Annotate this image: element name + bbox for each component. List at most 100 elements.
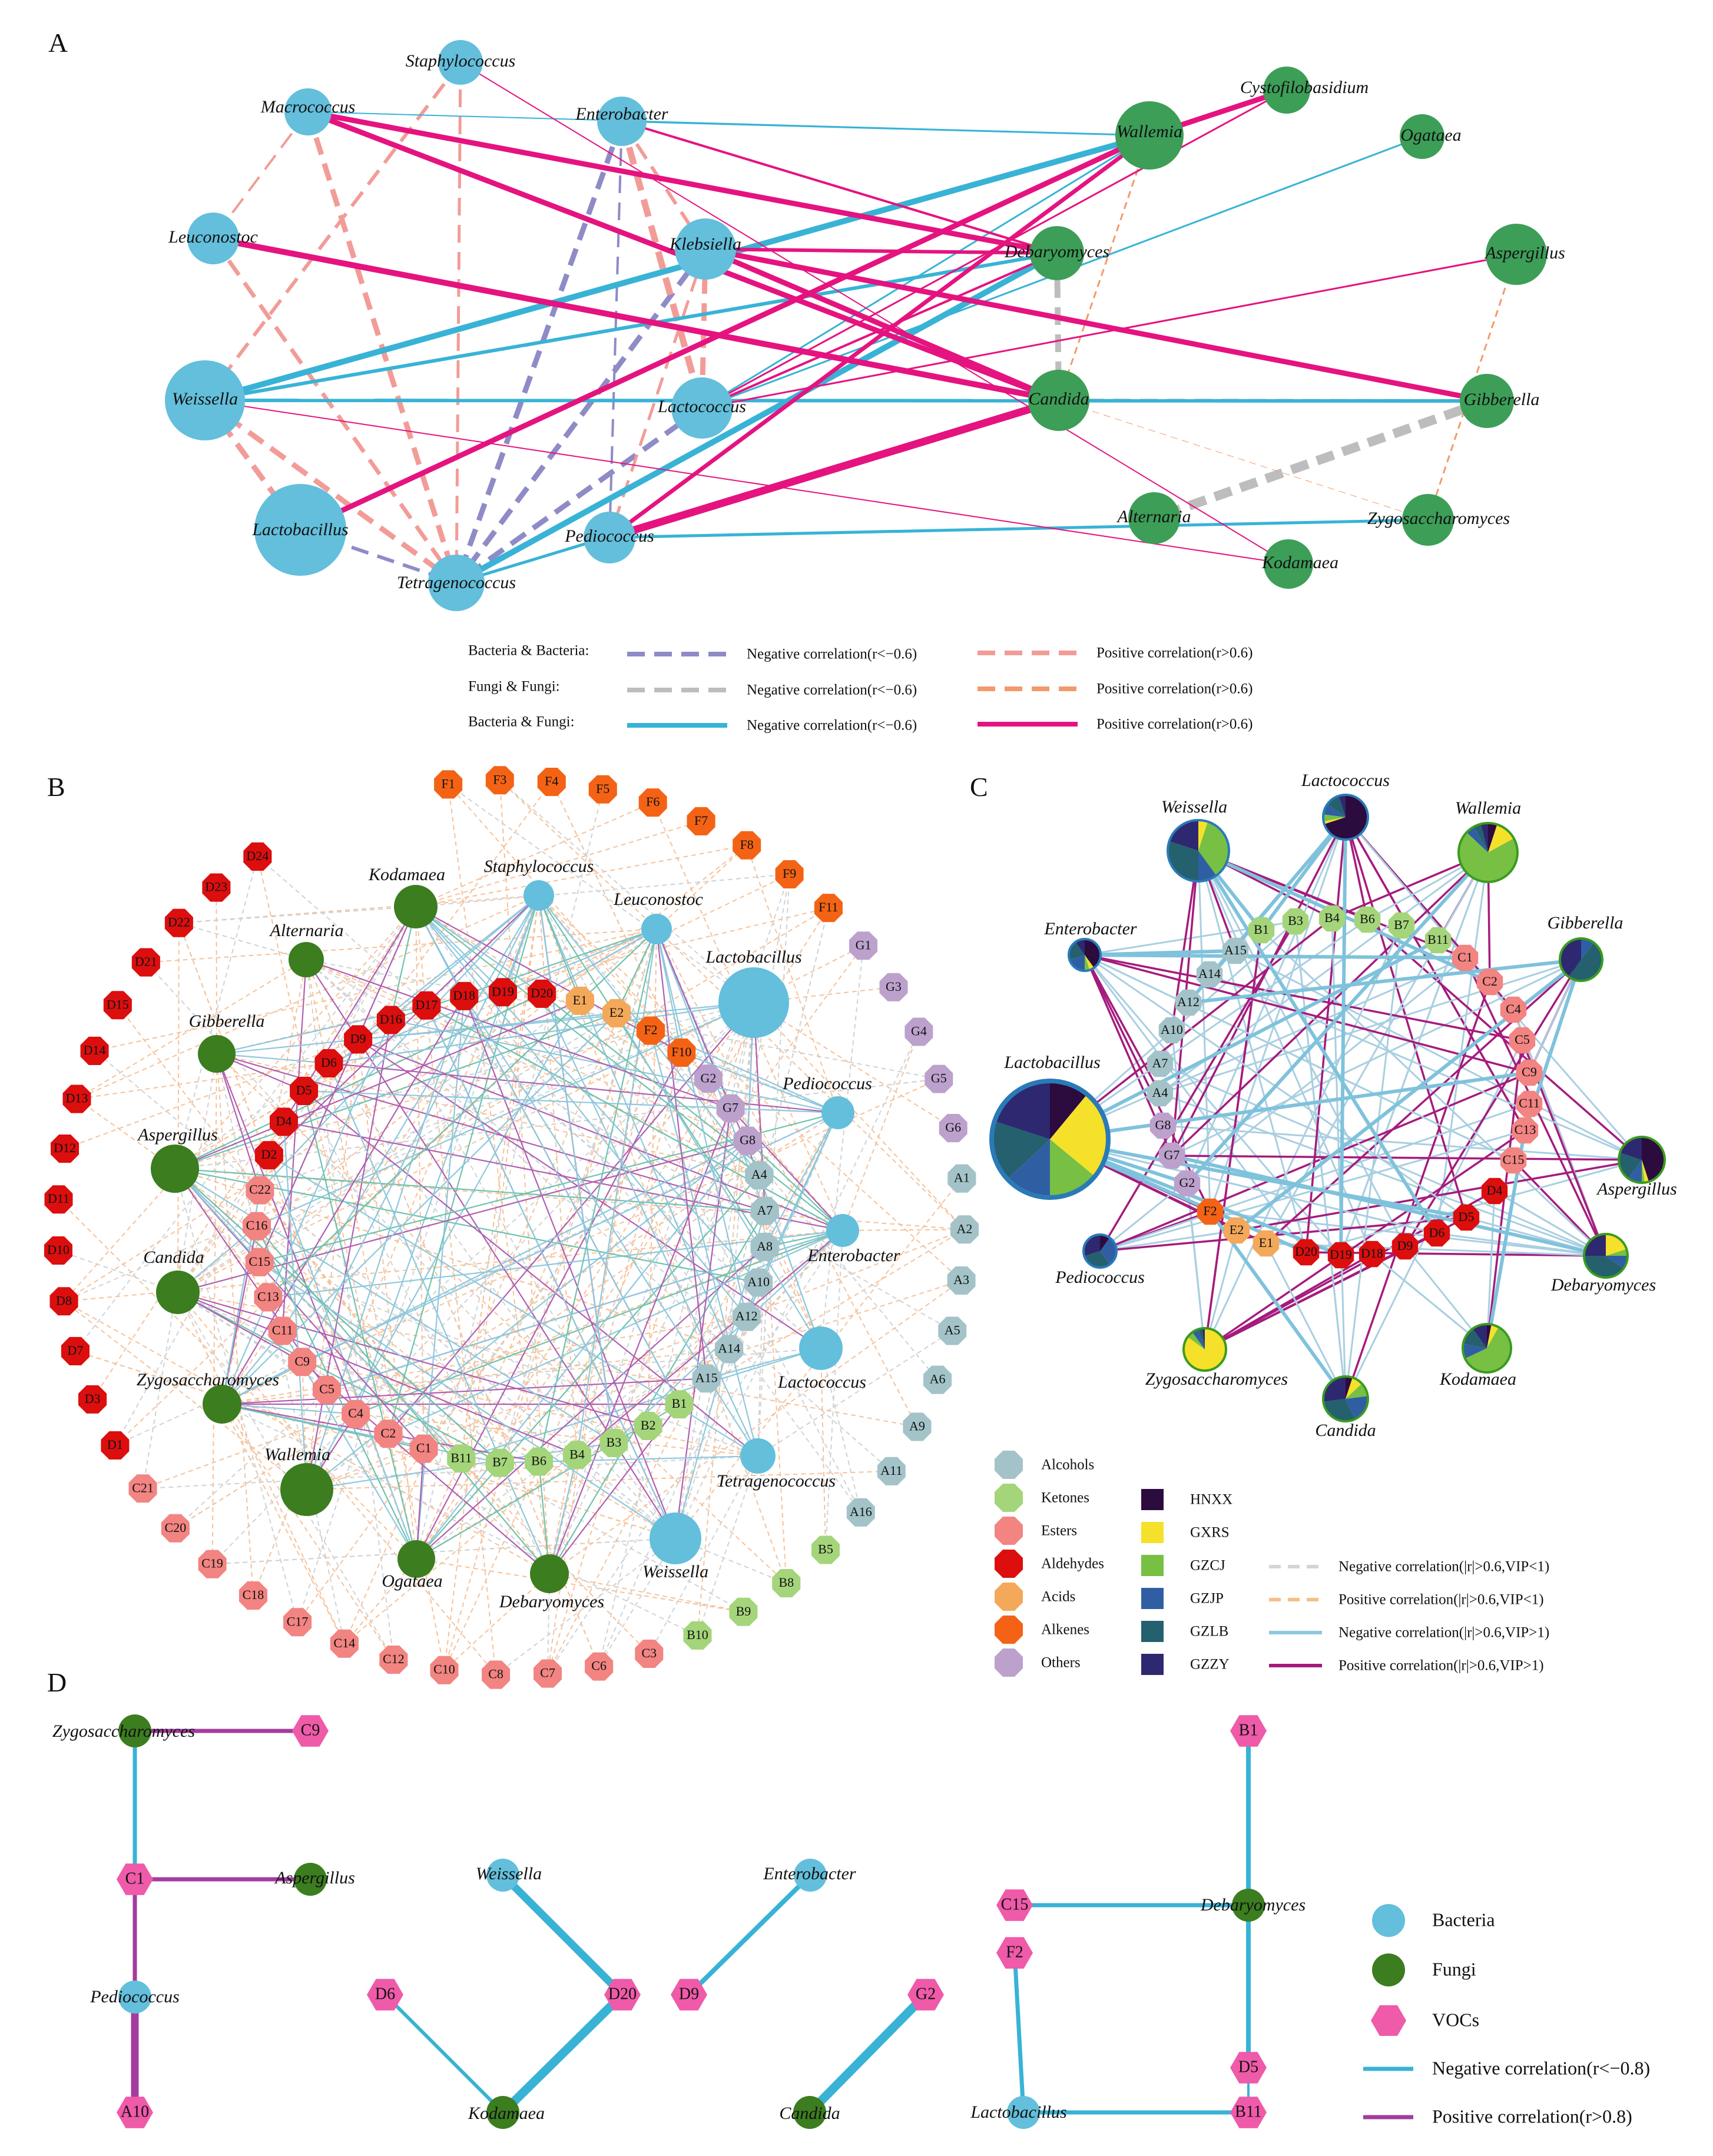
voc-label: B5 [818, 1542, 833, 1557]
voc-label: C5 [1515, 1032, 1530, 1047]
voc-label: D6 [1429, 1225, 1445, 1240]
strong-edge [416, 1175, 760, 1560]
node-label-alternaria: Alternaria [1116, 507, 1191, 526]
weak-edge [216, 1053, 345, 1644]
legend-class-label: Ketones [1041, 1490, 1089, 1506]
edge-weissella-tetragenococcus [203, 398, 458, 585]
voc-label: A7 [757, 1203, 773, 1218]
voc-node-b6: B6 [525, 1447, 553, 1476]
voc-node-a9: A9 [903, 1412, 932, 1441]
voc-node-c6: C6 [585, 1652, 614, 1681]
voc-octagon [1388, 912, 1415, 939]
voc-node-c10: C10 [430, 1656, 459, 1684]
legend-class-swatch [995, 1583, 1023, 1611]
voc-hexagon [292, 1715, 329, 1747]
pie-slice-gzzy [1480, 823, 1488, 853]
voc-node-a3: A3 [947, 1266, 976, 1295]
pie-slice-gzzy [1619, 1137, 1642, 1160]
edge [1340, 852, 1489, 1256]
weak-edge [212, 1538, 676, 1565]
voc-octagon [270, 1107, 298, 1136]
legend-voc-label: VOCs [1432, 2009, 1479, 2030]
weak-edge [753, 1002, 787, 1584]
pie-border [1082, 1233, 1118, 1269]
pie-slice-hnxx [1050, 1081, 1088, 1139]
weak-edge [707, 1078, 821, 1349]
legend-bacteria-label: Bacteria [1432, 1909, 1495, 1930]
voc-node-c1: C1 [1452, 944, 1479, 971]
voc-octagon [925, 1064, 953, 1093]
node-label-debaryomyces: Debaryomyces [499, 1592, 604, 1611]
node-label-leuconostoc: Leuconostoc [613, 890, 703, 909]
voc-octagon [528, 979, 556, 1008]
voc-node-g5: G5 [925, 1064, 953, 1093]
voc-node-d19: D19 [1327, 1242, 1354, 1269]
weak-edge [697, 1002, 754, 1636]
voc-node-b3: B3 [599, 1428, 628, 1457]
pie-slice-gzcj [1198, 821, 1230, 876]
fungi-node-kodamaea [1264, 539, 1313, 589]
voc-label: E1 [1259, 1235, 1273, 1250]
voc-label: G2 [916, 1985, 936, 2003]
node-label-weissella: Weissella [476, 1864, 542, 1883]
voc-label: D21 [135, 954, 157, 969]
node-label-wallemia: Wallemia [1455, 798, 1521, 818]
voc-octagon [772, 1569, 801, 1598]
voc-node-c11: C11 [1516, 1090, 1543, 1117]
legend-class-label: Aldehydes [1041, 1556, 1104, 1572]
strong-edge [267, 928, 657, 1298]
voc-node-f3: F3 [485, 766, 514, 795]
legend-sample-swatch [1141, 1489, 1164, 1510]
voc-octagon [1282, 908, 1309, 935]
weak-edge [538, 895, 787, 1584]
pie-slice-gzzy [1472, 1324, 1487, 1348]
voc-octagon [849, 931, 878, 960]
voc-octagon [128, 1474, 157, 1503]
edge [1159, 958, 1582, 1094]
strong-edge [655, 928, 707, 1379]
edge-staphylococcus-weissella [203, 61, 462, 402]
weak-edge [753, 1002, 954, 1129]
voc-hexagon [1230, 2052, 1267, 2084]
node-label-zygosaccharomyces: Zygosaccharomyces [137, 1370, 279, 1389]
pie-slice-gzlb [1619, 1152, 1642, 1179]
legend-negative-label: Negative correlation(r<−0.6) [747, 646, 917, 662]
edge [1235, 950, 1642, 1161]
pie-slice-gzcj [1642, 1160, 1645, 1183]
voc-node-a7: A7 [1147, 1050, 1174, 1077]
weak-edge [820, 1348, 827, 1550]
node-label-gibberella: Gibberella [1464, 390, 1540, 409]
voc-label: C9 [1522, 1064, 1537, 1079]
edge [1305, 817, 1347, 1253]
voc-octagon [161, 1514, 190, 1543]
weak-edge [538, 895, 962, 1281]
voc-label: D6 [321, 1055, 337, 1070]
voc-label: G1 [856, 937, 872, 952]
voc-node-f1: F1 [434, 770, 463, 799]
voc-node-a2: A2 [950, 1215, 979, 1244]
pie-slice-gzzy [1338, 795, 1346, 817]
voc-node-d17: D17 [412, 991, 441, 1020]
voc-label: D5 [1459, 1209, 1475, 1224]
pie-slice-gzcj [1050, 1139, 1095, 1198]
voc-label: C12 [383, 1651, 405, 1666]
node-label-tetragenococcus: Tetragenococcus [397, 573, 516, 592]
edge-macrococcus-debaryomyces [307, 109, 1058, 256]
bacteria-node-staphylococcus [523, 880, 554, 911]
voc-octagon [1318, 905, 1346, 932]
voc-label: F6 [646, 794, 660, 809]
bacteria-node-lactobacillus [1007, 2096, 1040, 2129]
voc-label: F7 [694, 813, 708, 828]
pie-node-wallemia [1457, 822, 1519, 883]
weak-edge [221, 1078, 939, 1405]
voc-octagon [938, 1316, 967, 1345]
node-label-lactobacillus: Lactobacillus [970, 2102, 1066, 2122]
edge-pediococcus-zygosaccharomyces [609, 518, 1429, 539]
voc-node-d6: D6 [314, 1049, 343, 1077]
weak-edge [259, 1190, 550, 1574]
voc-octagon [330, 1629, 359, 1658]
voc-hexagon [996, 1937, 1033, 1969]
voc-label: C5 [319, 1382, 334, 1397]
edge-strong [1339, 817, 1347, 1256]
voc-node-a5: A5 [938, 1316, 967, 1345]
